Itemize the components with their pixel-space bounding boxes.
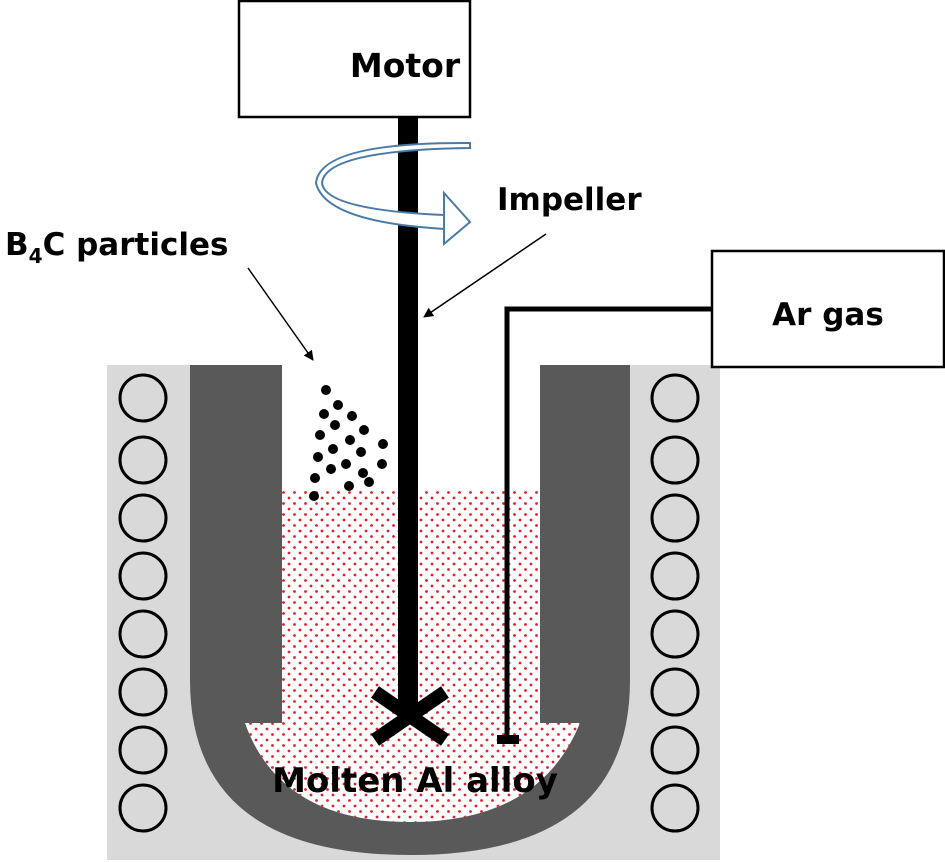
particles-pointer-arrow	[247, 267, 314, 361]
b4c-particles	[309, 385, 388, 501]
ar-gas-tube	[504, 306, 712, 738]
particles-label: B4C particles	[5, 227, 228, 268]
impeller-shaft	[398, 117, 418, 712]
ar-gas-label: Ar gas	[772, 297, 884, 333]
heating-coils-left	[118, 373, 168, 833]
impeller-label: Impeller	[497, 182, 642, 218]
heating-coils-right	[650, 373, 700, 833]
melt-label: Molten Al alloy	[272, 761, 558, 801]
motor-label: Motor	[350, 46, 461, 85]
motor-box	[237, 0, 472, 119]
impeller-pointer-arrow	[423, 233, 547, 318]
rotation-arrow-icon	[314, 141, 472, 247]
ar-gas-box	[710, 249, 945, 369]
impeller-blades	[371, 686, 449, 746]
